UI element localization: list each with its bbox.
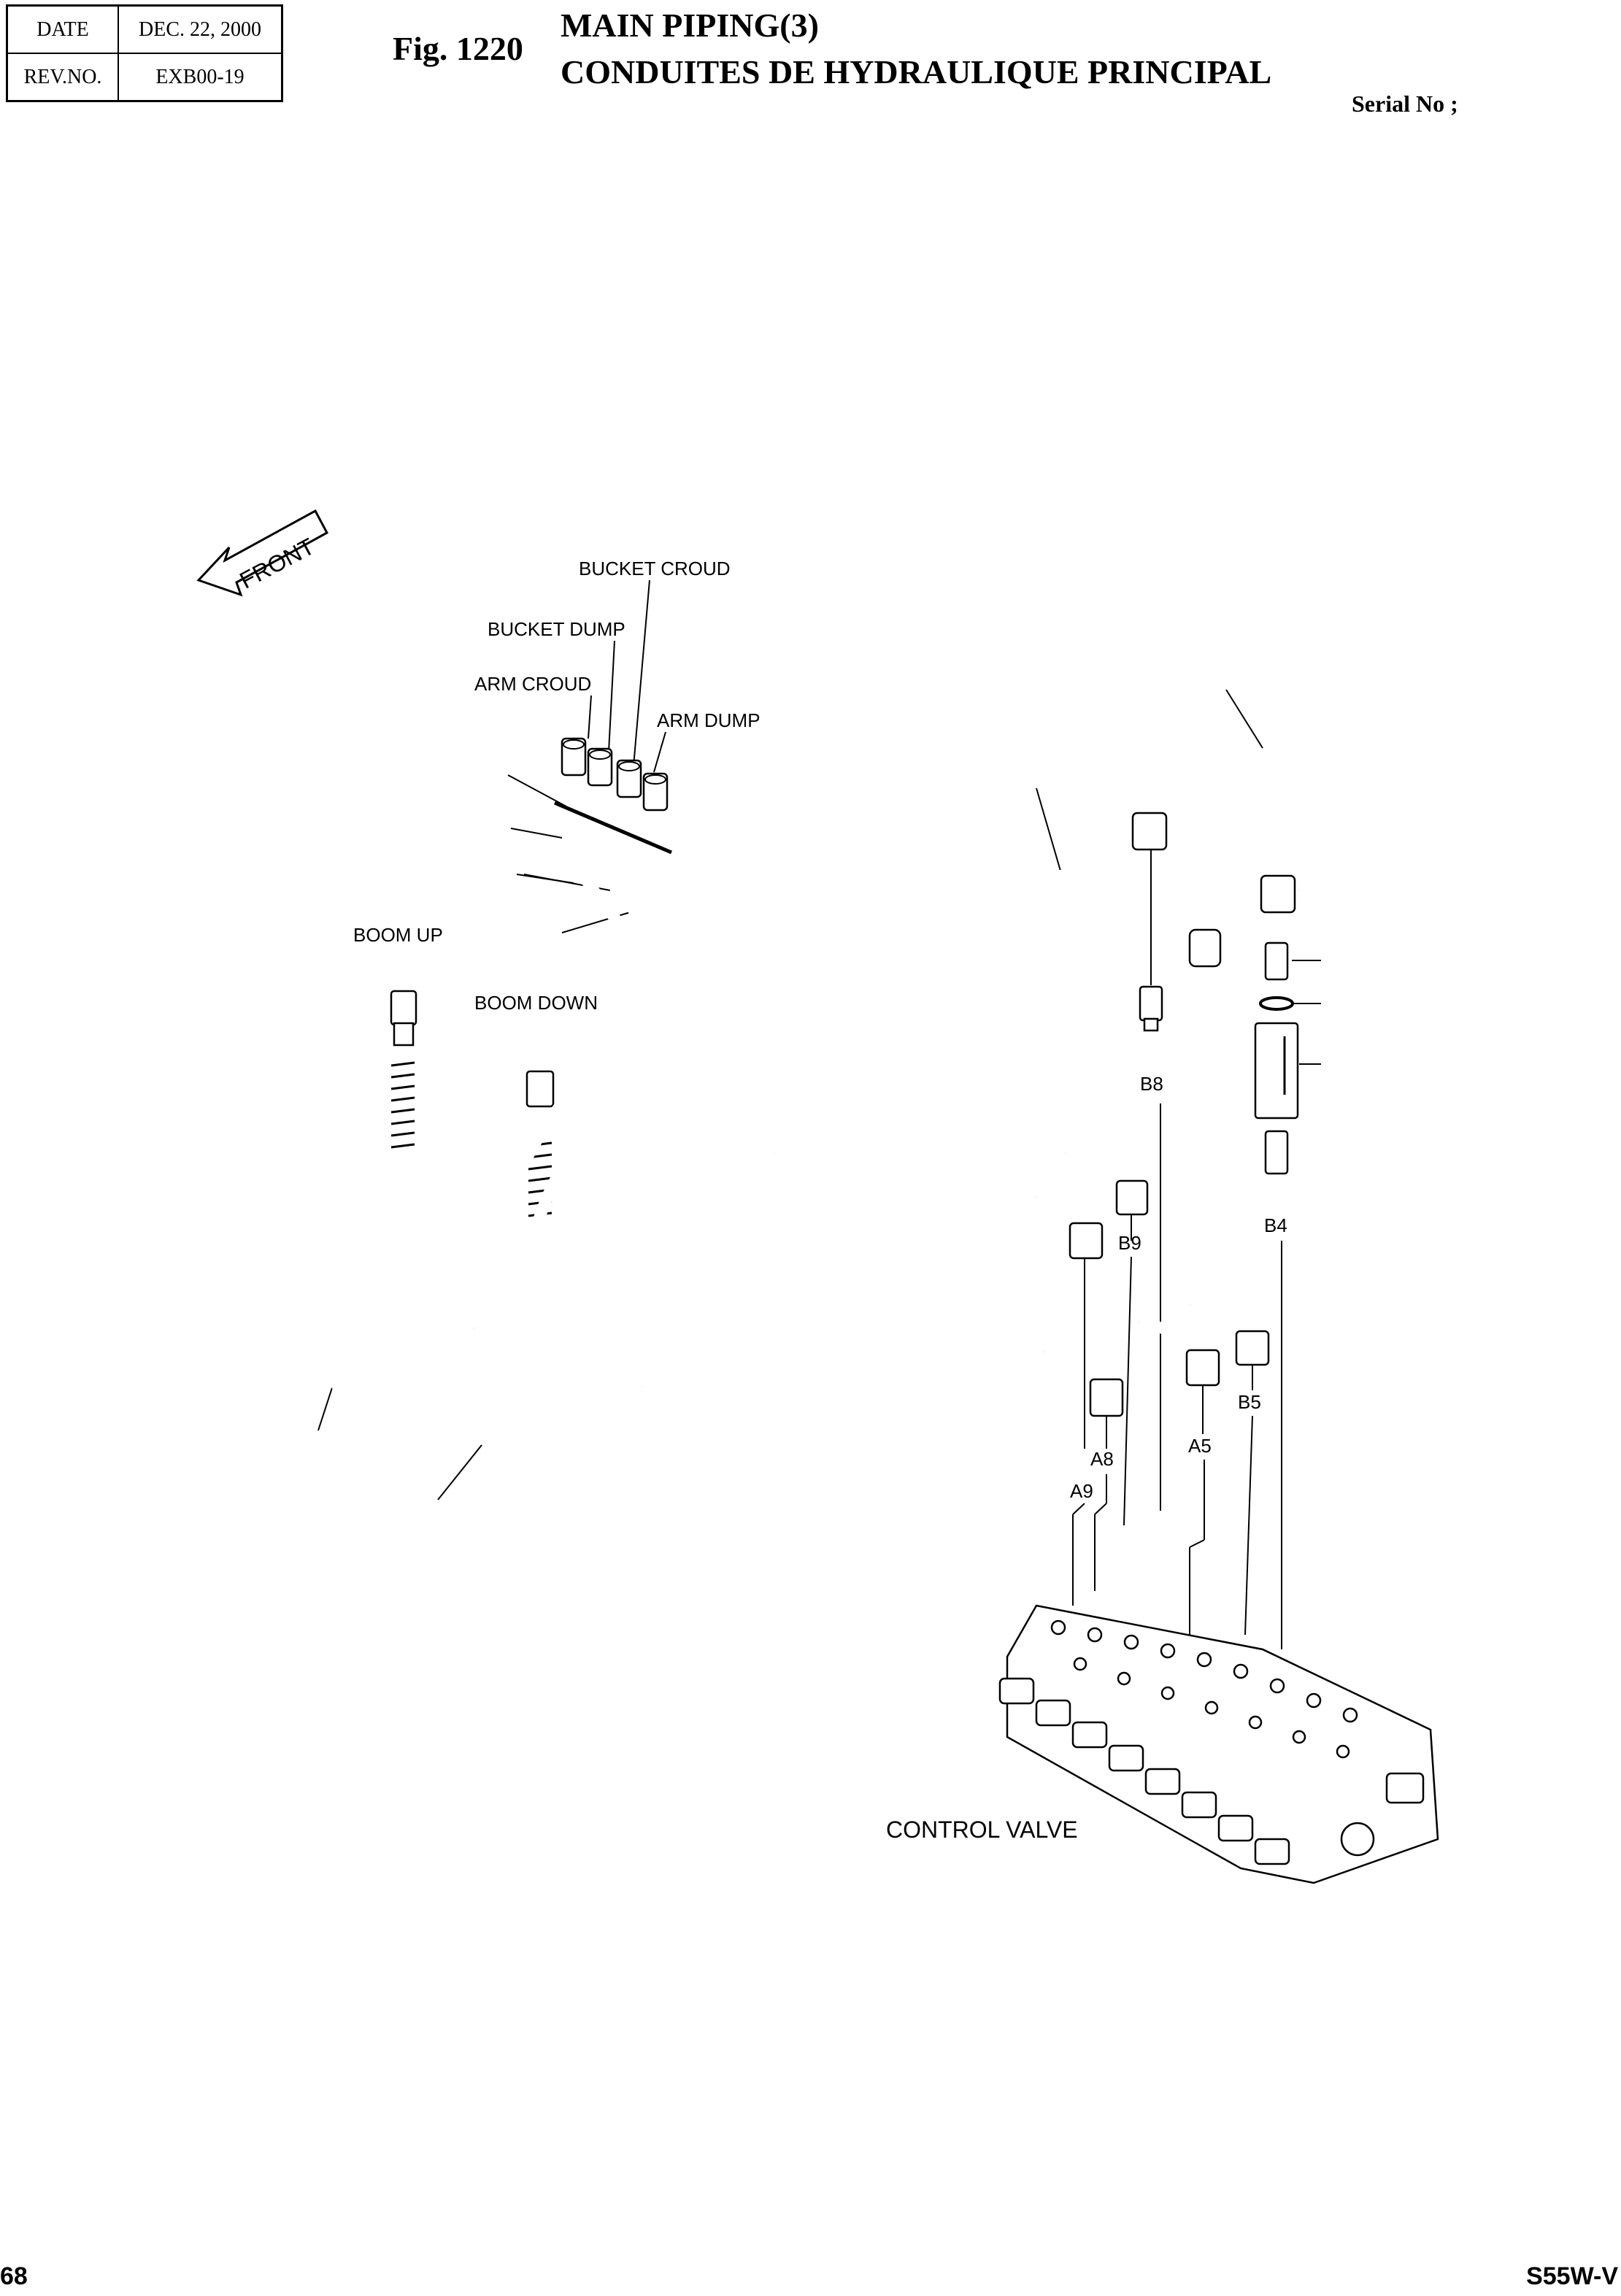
title-french: CONDUITES DE HYDRAULIQUE PRINCIPAL [561,53,1272,90]
label-b8: B8 [1140,1073,1163,1095]
label-control-valve: CONTROL VALVE [886,1817,1078,1843]
label-b5: B5 [1238,1391,1261,1413]
label-arm-croud: ARM CROUD [474,673,591,695]
control-valve [998,1604,1439,1884]
page-number: 68 [0,2262,28,2290]
label-a8: A8 [1090,1448,1114,1470]
a5-fitting [1137,1317,1220,1387]
label-b9: B9 [1118,1232,1141,1254]
a8-upper-fitting [1034,1191,1104,1260]
date-label: DATE [6,4,119,54]
boom-up-hose [327,990,477,1394]
b8-hose [768,869,1222,1154]
rev-label: REV.NO. [6,53,119,102]
a9-fitting [1042,1346,1124,1417]
header-info-table: DATE DEC. 22, 2000 REV.NO. EXB00-19 [6,4,283,102]
b9-fitting [1064,1147,1149,1216]
figure-number: Fig. 1220 [393,30,523,67]
arm-bucket-hose-bundle [490,737,1198,1387]
label-arm-dump: ARM DUMP [657,709,761,731]
front-arrow-icon: FRONT [196,509,329,597]
label-b4: B4 [1264,1214,1287,1236]
b8-fitting [1139,985,1163,1032]
label-a9: A9 [1070,1480,1093,1502]
serial-number-label: Serial No ; [1352,90,1458,117]
label-a5: A5 [1188,1435,1212,1457]
model-number: S55W-V [1526,2262,1618,2290]
b4-fitting-stack [1254,941,1299,1175]
label-bucket-croud: BUCKET CROUD [579,558,731,579]
label-boom-down: BOOM DOWN [474,992,598,1014]
rev-value: EXB00-19 [118,53,283,102]
title-english: MAIN PIPING(3) [561,7,819,44]
date-value: DEC. 22, 2000 [118,4,283,54]
label-bucket-dump: BUCKET DUMP [488,618,625,640]
label-boom-up: BOOM UP [353,924,443,946]
loop-hose [1131,744,1394,914]
